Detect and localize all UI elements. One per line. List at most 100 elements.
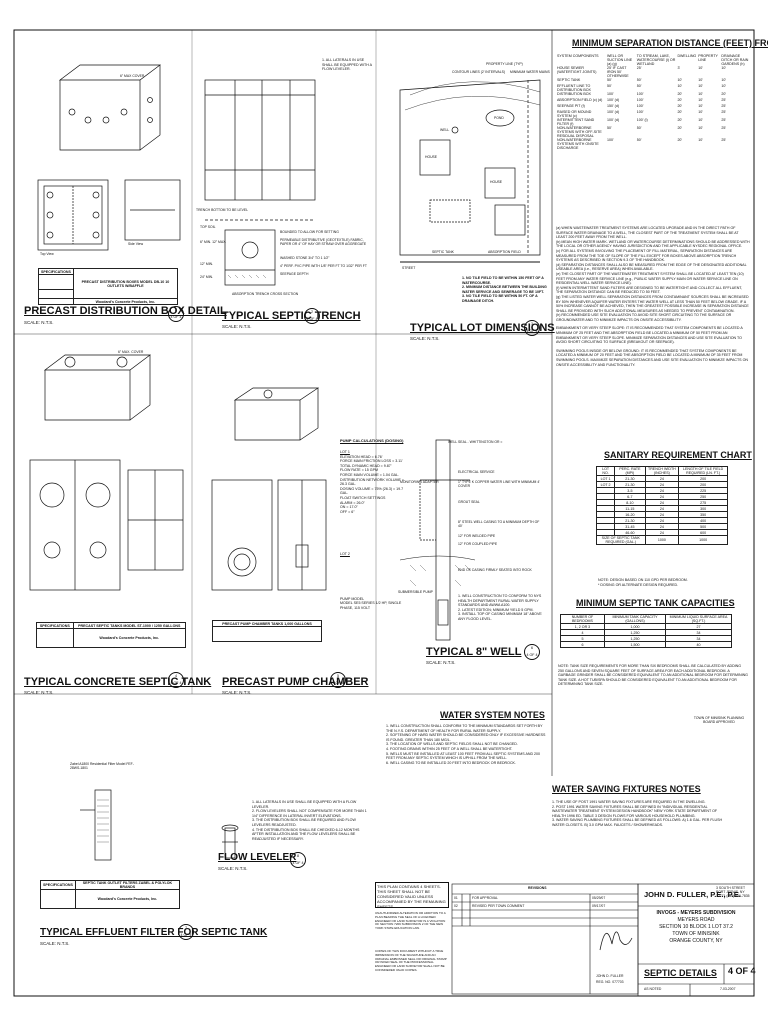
- flow-notes: 1. ALL LATERALS IN USE SHALL BE EQUIPPED…: [252, 800, 372, 841]
- min-sep-note-h: (h) RECOMMENDED USE SITE EVALUATION TO A…: [556, 313, 732, 322]
- pump-model-name: MODEL SE5 SERIES 1/2 HP, SINGLE PHASE, 1…: [340, 601, 402, 610]
- well-label-9: END OF CASING FIRMLY SEATED INTO ROCK: [458, 568, 532, 572]
- flow-note-4: 4. THE DISTRIBUTION BOX SHALL BE CHECKED…: [252, 827, 360, 841]
- filter-header: Zabel A1800 Residential Filter Model FEF…: [70, 762, 134, 770]
- pump-line-4: FLOW RATE = 15 GPM: [340, 468, 378, 473]
- min-sep-cell: 100': [607, 92, 614, 96]
- pump-lot2: LOT 2: [340, 552, 350, 556]
- engineer-reg: REG. NO. 077703: [596, 980, 624, 984]
- min-sep-cell: 100' (d): [607, 118, 620, 122]
- lot-label-5: HOUSE: [425, 155, 438, 159]
- min-sep-cell: 25': [721, 110, 727, 114]
- lot-label-2: CONTOUR LINES (2' INTERVALS): [452, 70, 506, 74]
- min-sep-cell: 10': [698, 126, 703, 130]
- min-sep-cell: 20': [677, 104, 683, 108]
- legal-text-2: COPIES OF THIS DOCUMENT WITHOUT A TRUE I…: [375, 949, 447, 972]
- water-note-4: 4. FOOTING DRAINS WITHIN 25 FEET OF A WE…: [386, 746, 513, 751]
- well-label-8: 12" FOR COUPLED PIPE: [458, 542, 498, 546]
- pump-scale: SCALE: N.T.S.: [222, 690, 252, 695]
- tank-company: Woodard's Concrete Products, Inc.: [72, 628, 187, 648]
- dist-box-scale: SCALE: N.T.S.: [24, 320, 54, 325]
- lot-label-9: ABSORPTION FIELD: [488, 250, 521, 254]
- min-sep-cell: SEEPAGE PIT (f): [557, 104, 585, 108]
- trench-label-1: BOUNDED TO ALLOW FOR SETTING: [280, 230, 339, 234]
- water-notes-list: 1. WELL CONSTRUCTION SHALL CONFORM TO TH…: [386, 724, 546, 765]
- min-sep-row: RAISED OR MOUND SYSTEM (c)100' (d)100'20…: [556, 110, 750, 118]
- pump-lot2-block: LOT 2 PUMP MODEL MODEL SE5 SERIES 1/2 HP…: [340, 552, 404, 610]
- lot-label-1: PROPERTY LINE (TYP): [486, 62, 523, 66]
- sanitary-note-1: NOTE: DESIGN BASED ON 110 GPD PER BEDROO…: [598, 578, 688, 582]
- min-sep-cell: 10': [698, 98, 703, 102]
- min-sep-cell: 20': [677, 98, 683, 102]
- min-sep-cell: 25': [721, 104, 727, 108]
- min-sep-col-6: DRAINAGE DITCH OR RAIN GARDENS (h): [721, 54, 749, 66]
- min-sep-row: HOUSE SEWER (WATERTIGHT JOINTS)25' IF CA…: [556, 66, 750, 78]
- min-sep-cell: 3': [677, 66, 681, 70]
- trench-label-9: 24" MIN.: [200, 275, 214, 279]
- trench-label-2: PERMEABLE DISTRIBUTIVE (GEOTEXTILE) FABR…: [280, 238, 367, 246]
- min-tank-cell: 1,500: [603, 641, 667, 648]
- rev-2-no: 02: [454, 904, 458, 908]
- lot-label-6: WELL: [440, 128, 450, 132]
- min-sep-cell: HOUSE SEWER (WATERTIGHT JOINTS): [557, 66, 597, 74]
- well-label-5: GROUT SEAL: [458, 500, 480, 504]
- well-label-10: SUBMERSIBLE PUMP: [398, 590, 433, 594]
- well-note-3: 3. INSTALL TOP OF CASING MINIMUM 18" ABO…: [458, 612, 542, 621]
- min-sep-cell: 50': [636, 84, 642, 88]
- min-sep-cell: 20': [677, 92, 683, 96]
- engineer-name: JOHN D. FULLER, P.E., P.E.: [644, 890, 741, 899]
- min-sep-cell: 100' (d): [607, 98, 620, 102]
- saving-note-1: 1. THE USE OF POST 1991 WATER SAVING FIX…: [552, 800, 706, 804]
- min-sep-cell: 25': [721, 138, 727, 142]
- lot-title: TYPICAL LOT DIMENSIONS: [410, 322, 555, 334]
- concrete-tank-title: TYPICAL CONCRETE SEPTIC TANK: [24, 676, 212, 688]
- min-sep-note-a: (a) WHEN WASTEWATER TREATMENT SYSTEMS AR…: [556, 226, 739, 240]
- flow-title: FLOW LEVELER: [218, 852, 297, 863]
- pump-model: PUMP MODEL: [340, 596, 365, 601]
- min-sep-cell: 20': [677, 110, 683, 114]
- project-line-4: TOWN OF MINISINK: [672, 931, 720, 937]
- sanitary-title: SANITARY REQUIREMENT CHART: [604, 450, 752, 460]
- dist-box-top-view: Top View: [40, 252, 54, 256]
- pump-line-1: ELEVATION HEAD = 6.76': [340, 454, 383, 459]
- lot-label-3: MINIMUM WATER MAINS: [510, 70, 550, 74]
- min-sep-cell: 100': [636, 92, 644, 96]
- min-sep-row: SEEPAGE PIT (f) 150' (d) 100' 20' 10' 25': [556, 104, 750, 110]
- rev-1-no: 01: [454, 896, 458, 900]
- project-info: INVOGS - MEYERS SUBDIVISION MEYERS ROAD …: [640, 910, 752, 945]
- rev-1-date: 05/29/07: [592, 896, 606, 900]
- min-sep-note-embankment: EMBANKMENT OR VERY STEEP SLOPE: IT IS RE…: [556, 326, 743, 345]
- trench-label-8: 12" MIN.: [200, 262, 214, 266]
- min-sep-note-e: (e) THE CLOSEST PART OF THE WASTEWATER T…: [556, 271, 744, 286]
- min-sep-cell: NON-WATERBORNE SYSTEMS WITH OFF-SITE RES…: [557, 126, 602, 138]
- min-sep-note-f: (f) WHEN INTERMITTENT SAND FILTERS ARE D…: [556, 285, 743, 295]
- concrete-tank-scale: SCALE: N.T.S.: [24, 690, 54, 695]
- min-sep-cell: EFFLUENT LINE TO DISTRIBUTION BOX: [557, 84, 591, 92]
- min-sep-cell: 10': [698, 84, 703, 88]
- water-note-6: 6. WELL CASING TO BE INSTALLED 20 FEET I…: [386, 760, 516, 765]
- min-sep-cell: 150' (d): [607, 104, 620, 108]
- saving-note-3: 3. WATER SAVING PLUMBING FIXTURES SHALL …: [552, 818, 723, 827]
- min-sep-cell: 100': [636, 104, 644, 108]
- min-sep-cell: 25': [721, 118, 727, 122]
- min-sep-cell: 10': [698, 104, 703, 108]
- pump-line-8: FLOAT SWITCH SETTINGS: [340, 495, 386, 500]
- min-sep-cell: 100': [636, 110, 644, 114]
- min-sep-table: SYSTEM COMPONENTS WELL OR SUCTION LINE (…: [556, 54, 750, 150]
- project-line-3: SECTION 10 BLOCK 1 LOT 37.2: [659, 924, 733, 930]
- pump-line-6: DISTRIBUTION NETWORK VOLUME = 26.3 GAL.: [340, 477, 404, 487]
- dist-box-side-view: Side View: [128, 242, 144, 246]
